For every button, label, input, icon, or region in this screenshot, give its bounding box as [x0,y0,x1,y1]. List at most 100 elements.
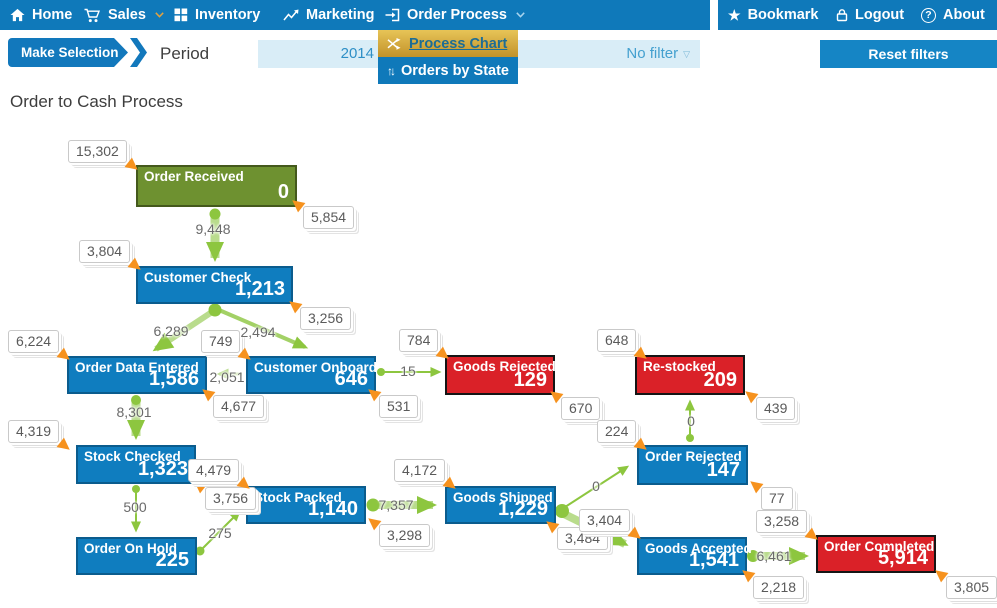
node-value: 1,541 [688,549,739,571]
flow-tag-out: 670 [546,386,601,420]
tag-value: 3,756 [213,490,249,506]
node-label: Order Received [144,169,244,184]
no-filter-label: No filter [626,45,679,62]
flow-tag-in: 749 [201,330,255,365]
flow-tag-out: 77 [746,476,793,510]
secondary-navbar: ★ Bookmark Logout ? About [718,0,997,30]
nav-item-label: About [943,7,985,23]
nav-item-label: Marketing [306,7,375,23]
star-icon: ★ [728,7,741,23]
order-process-dropdown: Process Chart ↑↓ Orders by State [378,30,518,84]
flow-value-label: 500 [123,499,147,515]
node-value: 1,586 [148,368,199,390]
nav-item-order-process[interactable]: Order Process [385,0,525,30]
make-selection-label: Make Selection [8,38,128,67]
flow-value-label: 0 [687,413,695,429]
process-node-order-received[interactable]: Order Received 0 [136,165,297,207]
flow-tag-in: 3,804 [79,240,145,275]
lock-icon [836,9,848,22]
node-label: Order Rejected [645,449,742,464]
node-value: 0 [277,181,289,203]
chevron-down-icon [155,12,164,18]
nav-item-inventory[interactable]: Inventory [174,0,260,30]
process-node-customer-onboard[interactable]: Customer Onboard 646 [246,356,377,394]
process-node-order-rejected[interactable]: Order Rejected 147 [637,445,748,485]
menu-item-label: Orders by State [401,62,509,79]
tag-value: 3,484 [565,530,601,546]
nav-item-home[interactable]: Home [10,0,72,30]
node-value: 1,323 [137,458,188,480]
node-value: 209 [703,369,737,391]
node-label: Re-stocked [643,359,716,374]
node-value: 646 [334,368,368,390]
node-label: Goods Shipped [453,490,553,505]
process-node-goods-accepted[interactable]: Goods Accepted 1,541 [637,537,752,575]
tag-value: 3,404 [587,512,623,528]
nav-item-label: Inventory [195,7,261,23]
node-value: 147 [706,459,740,481]
cart-icon [84,8,101,22]
node-label: Stock Checked [84,449,181,464]
node-value: 1,229 [497,498,548,520]
nav-item-logout[interactable]: Logout [836,0,904,30]
tag-value: 224 [605,423,629,439]
nav-item-marketing[interactable]: Marketing [283,0,375,30]
process-node-customer-check[interactable]: Customer Check 1,213 [136,266,293,304]
make-selection-button[interactable]: Make Selection [8,38,154,67]
nav-item-label: Bookmark [747,7,819,23]
flow-tag-in: 3,258 [756,510,822,545]
flow-tag-out: 531 [364,384,419,418]
reset-filters-button[interactable]: Reset filters [820,40,997,68]
process-node-goods-rejected[interactable]: Goods Rejected 129 [445,355,556,395]
page-title: Order to Cash Process [10,92,183,111]
main-navbar: Home Sales Inventory Marketing Order Pro… [0,0,710,30]
flow-tag-out: 5,854 [288,195,355,229]
nav-item-bookmark[interactable]: ★ Bookmark [728,0,818,30]
flow-tag-in: 6,224 [8,330,74,365]
flow-tag-out: 3,805 [931,565,997,599]
tag-value: 648 [605,332,629,348]
tag-value: 3,256 [308,310,344,326]
no-filter-control[interactable]: No filter ▽ [626,40,690,68]
tag-value: 15,302 [76,143,119,159]
shuffle-icon [387,37,401,50]
flow-value-label: 2,494 [240,324,276,340]
tag-value: 4,677 [221,398,257,414]
flow-tag-out: 3,484 [542,516,609,550]
nav-item-label: Order Process [407,7,507,23]
process-node-order-completed[interactable]: Order Completed 5,914 [816,535,936,573]
flow-tag-out: 2,218 [738,565,805,599]
nav-item-label: Home [32,7,73,23]
tag-value: 4,479 [196,462,232,478]
flow-value-label: 6,289 [153,323,189,339]
menu-item-label: Process Chart [409,35,508,52]
flow-value-label: 6,461 [756,548,792,564]
flow-tag-in: 4,172 [394,459,460,494]
flow-tag-out: 3,256 [285,296,352,330]
flow-tag-in: 4,319 [8,420,74,455]
tag-value: 439 [764,400,788,416]
process-node-stock-checked[interactable]: Stock Checked 1,323 [76,445,196,484]
process-node-goods-shipped[interactable]: Goods Shipped 1,229 [445,486,556,524]
grid-icon [174,8,188,22]
period-field-label: Period [160,44,210,63]
process-node-stock-packed[interactable]: Stock Packed 1,140 [246,486,366,524]
flow-tag-in: 4,479 [188,459,254,494]
menu-item-process-chart[interactable]: Process Chart [378,30,518,57]
nav-item-sales[interactable]: Sales [84,0,164,30]
nav-item-label: Sales [108,7,146,23]
menu-item-orders-by-state[interactable]: ↑↓ Orders by State [378,57,518,84]
nav-item-about[interactable]: ? About [921,0,985,30]
flow-tag-in: 648 [597,329,651,364]
node-value: 5,914 [877,547,928,569]
flow-value-label: 15 [400,363,416,379]
process-node-order-on-hold[interactable]: Order On Hold 225 [76,537,197,575]
period-selected-value[interactable]: 2014 [340,45,374,62]
node-label: Goods Rejected [453,359,556,374]
process-node-re-stocked[interactable]: Re-stocked 209 [635,355,745,395]
node-value: 225 [155,549,189,571]
question-icon: ? [921,7,936,23]
process-node-order-data-entered[interactable]: Order Data Entered 1,586 [67,356,207,394]
tag-value: 77 [769,490,785,506]
enter-process-icon [385,8,400,22]
